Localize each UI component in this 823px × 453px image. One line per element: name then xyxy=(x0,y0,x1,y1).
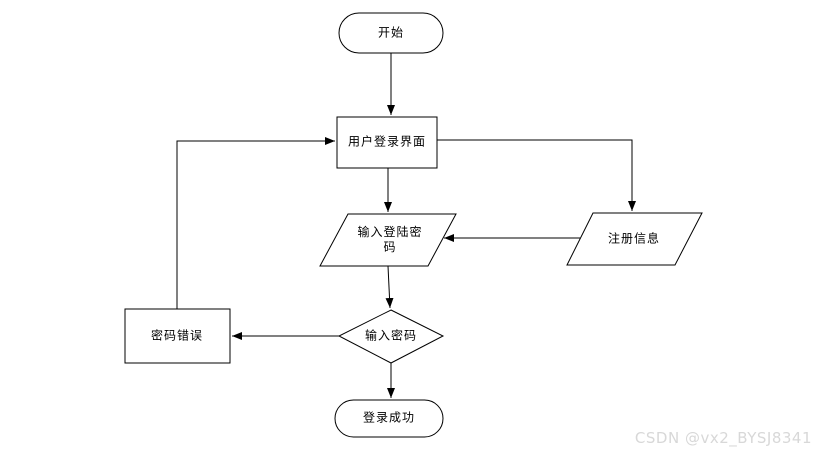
node-start-terminator xyxy=(338,12,444,54)
node-label-register-info: 注册信息 xyxy=(607,231,661,246)
node-password-check-decision xyxy=(337,309,445,364)
node-login-success-terminator xyxy=(334,399,444,438)
edge-password-error-to-login-ui xyxy=(176,137,335,309)
node-label-login-ui: 用户登录界面 xyxy=(347,134,427,149)
node-register-info-parallelogram xyxy=(566,212,703,266)
node-label-password-error: 密码错误 xyxy=(150,328,204,343)
node-label-input-password: 输入登陆密码 xyxy=(357,225,423,254)
node-label-password-check: 输入密码 xyxy=(364,328,418,343)
node-label-start: 开始 xyxy=(377,25,405,40)
node-login-ui-process xyxy=(336,116,438,169)
node-label-login-success: 登录成功 xyxy=(362,410,416,425)
node-password-error-process xyxy=(124,308,231,364)
watermark-text: CSDN @vx2_BYSJ8341 xyxy=(634,429,812,447)
edge-login-ui-to-register-info xyxy=(437,139,636,211)
edge-input-password-to-password-check xyxy=(385,265,394,309)
node-input-password-parallelogram xyxy=(319,213,457,267)
